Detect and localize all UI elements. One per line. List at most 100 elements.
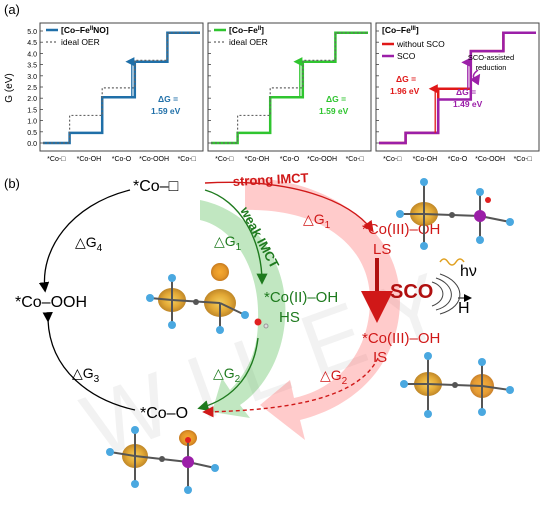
legend-label-ideal: ideal OER — [229, 37, 268, 47]
label-hs: HS — [279, 309, 300, 326]
chart-3-dg1-value: 1.96 eV — [390, 86, 420, 96]
x-tick-label: *Co-OOH — [307, 156, 337, 163]
chart-3-dg2-label: ΔG = — [456, 87, 476, 97]
label-co2-oh: *Co(II)–OH — [264, 289, 338, 306]
legend-label-sco: SCO — [397, 51, 416, 61]
x-tick-label: *Co-□ — [514, 156, 533, 163]
chart-3-title-tail: ] — [416, 25, 419, 35]
molecule-bottom-left-icon — [106, 426, 219, 494]
chart-3-legend: [Co–FeIII] without SCO SCO — [382, 25, 445, 61]
strong-imct-band — [245, 178, 400, 440]
label-hv: hν — [460, 263, 477, 280]
y-tick-label: 3.5 — [27, 63, 37, 70]
legend-1-text: [Co–Fe — [61, 25, 90, 35]
y-tick-label: 1.5 — [27, 107, 37, 114]
legend-2-tail: ] — [261, 25, 264, 35]
chart-1-dg-value: 1.59 eV — [151, 106, 181, 116]
y-tick-label: 1.0 — [27, 119, 37, 126]
x-tick-label: *Co-□ — [47, 156, 66, 163]
x-tick-label: *Co-O — [448, 156, 468, 163]
green-dg2-sub: 2 — [235, 374, 241, 385]
y-tick-label: 2.0 — [27, 96, 37, 103]
red-dg2-text: △G — [320, 367, 342, 383]
y-axis-label: G (eV) — [4, 73, 15, 102]
field-line-icon — [435, 277, 452, 311]
y-tick-label: 4.5 — [27, 40, 37, 47]
legend-label-series: [Co–FeIINO] — [61, 25, 109, 35]
x-tick-label: *Co-OH — [77, 156, 102, 163]
label-is: IS — [373, 349, 387, 366]
arrow-green-dg2 — [197, 337, 259, 412]
label-sco: SCO — [390, 281, 433, 303]
dg4-text: △G — [75, 234, 97, 250]
legend-2-sup: II — [258, 26, 262, 32]
y-tick-label: 0.0 — [27, 141, 37, 148]
label-dg4: △G4 — [75, 234, 103, 254]
x-tick-label: *Co-□ — [346, 156, 365, 163]
chart-3-title-sup: III — [411, 26, 416, 32]
chart-3-title: [Co–FeIII] — [382, 25, 419, 35]
field-line-icon — [431, 281, 444, 307]
x-tick-label: *Co-O — [280, 156, 300, 163]
molecule-green-icon — [146, 263, 269, 334]
legend-1-sup: II — [90, 26, 94, 32]
dg3-text: △G — [72, 365, 94, 381]
dg3-sub: 3 — [94, 374, 100, 385]
legend-1-tail: NO] — [93, 25, 109, 35]
x-tick-label: *Co-OH — [245, 156, 270, 163]
series-line-2 — [43, 32, 200, 144]
label-red-dg1: △G1 — [303, 211, 331, 231]
label-green-dg1: △G1 — [214, 233, 242, 253]
chart-3-dg2-value: 1.49 eV — [453, 99, 483, 109]
chart-1-legend: [Co–FeIINO] ideal OER — [46, 25, 109, 47]
chart-2-dg-value: 1.59 eV — [319, 106, 349, 116]
molecule-bottom-right-icon — [400, 352, 514, 418]
arrow-red-dg1 — [204, 181, 374, 233]
x-tick-labels: *Co-□ *Co-OH *Co-O *Co-OOH *Co-□ *Co-□ *Co-OH *… — [47, 156, 532, 163]
arc-dg4 — [38, 189, 131, 293]
x-tick-label: *Co-OH — [413, 156, 438, 163]
x-tick-label: *Co-OOH — [139, 156, 169, 163]
y-tick-label: 2.5 — [27, 85, 37, 92]
dg4-sub: 4 — [97, 243, 103, 254]
legend-label-ideal: ideal OER — [61, 37, 100, 47]
arrow-green-dg1 — [204, 189, 268, 285]
label-ls: LS — [373, 241, 391, 258]
series-line-2 — [379, 31, 536, 145]
x-tick-label: *Co-O — [112, 156, 132, 163]
node-co-o: *Co–O — [140, 405, 188, 422]
green-dg1-text: △G — [214, 233, 236, 249]
panel-a-label: (a) — [4, 2, 20, 17]
label-red-dg2: △G2 — [320, 367, 348, 387]
y-tick-label: 3.0 — [27, 74, 37, 81]
chart-series — [43, 31, 536, 145]
red-dg1-sub: 1 — [325, 220, 331, 231]
weak-imct-band — [200, 200, 286, 418]
chart-3-annotation-2: reduction — [476, 63, 507, 72]
label-h-field: H — [458, 300, 470, 317]
x-tick-label: *Co-OOH — [475, 156, 505, 163]
chart-3-annotation-1: SCO-assisted — [468, 53, 514, 62]
node-co-vacant: *Co–□ — [133, 178, 179, 195]
green-dg2-text: △G — [213, 365, 235, 381]
series-line-2 — [211, 32, 368, 144]
arc-dg3 — [42, 311, 136, 411]
red-dg2-sub: 2 — [342, 376, 348, 387]
red-dg1-text: △G — [303, 211, 325, 227]
label-strong-imct: strong IMCT — [232, 170, 309, 189]
x-tick-label: *Co-□ — [215, 156, 234, 163]
x-tick-label: *Co-□ — [383, 156, 402, 163]
green-dg1-sub: 1 — [236, 242, 242, 253]
legend-label-without: without SCO — [396, 39, 445, 49]
sco-reduction-arrow — [469, 69, 481, 86]
field-line-icon — [439, 273, 461, 315]
y-tick-labels: 0.00.51.01.52.02.53.03.54.04.55.0 — [27, 29, 379, 148]
label-dg3: △G3 — [72, 365, 100, 385]
node-co-ooh: *Co–OOH — [15, 294, 87, 311]
x-tick-label: *Co-□ — [178, 156, 197, 163]
legend-2-text: [Co–Fe — [229, 25, 258, 35]
y-tick-label: 0.5 — [27, 130, 37, 137]
arrow-red-dg2 — [202, 357, 379, 418]
chart-3-dg1-label: ΔG = — [396, 74, 416, 84]
